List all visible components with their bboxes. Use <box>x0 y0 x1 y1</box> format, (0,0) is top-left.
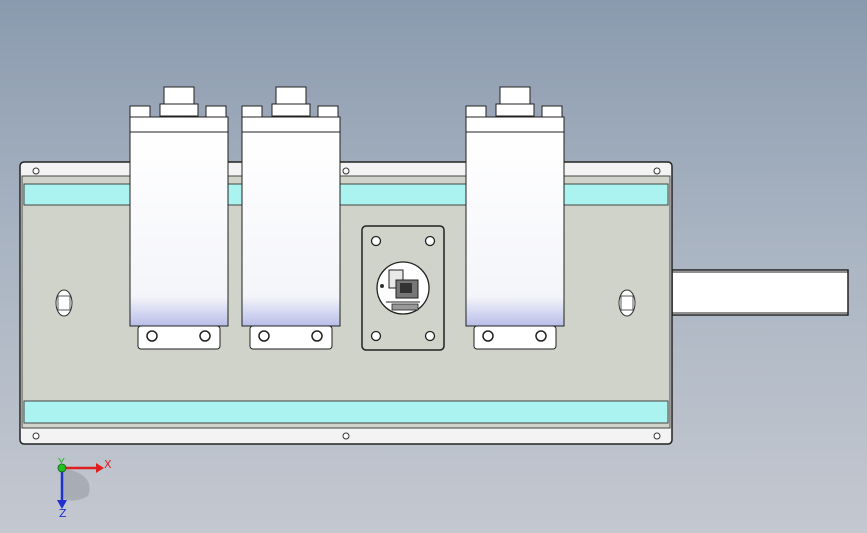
top-rail[interactable] <box>23 183 669 206</box>
y-axis-label: Y <box>57 456 65 469</box>
sensor-mount[interactable] <box>361 225 445 351</box>
coordinate-triad: X Y Z <box>57 456 112 520</box>
bottom-rail[interactable] <box>23 400 669 424</box>
screw <box>32 167 40 175</box>
left-latch[interactable] <box>55 289 73 317</box>
z-axis-label: Z <box>59 507 67 520</box>
screw <box>342 432 350 440</box>
screw <box>653 432 661 440</box>
screw <box>653 167 661 175</box>
motor-module-3[interactable] <box>465 86 565 350</box>
x-axis-label: X <box>104 458 112 471</box>
screw <box>32 432 40 440</box>
screw <box>342 167 350 175</box>
sensor-connector <box>380 269 420 311</box>
y-axis-dot <box>57 463 67 473</box>
motor-module-1[interactable] <box>129 86 229 350</box>
output-shaft[interactable] <box>671 269 849 316</box>
motor-module-2[interactable] <box>241 86 341 350</box>
right-latch[interactable] <box>618 289 636 317</box>
